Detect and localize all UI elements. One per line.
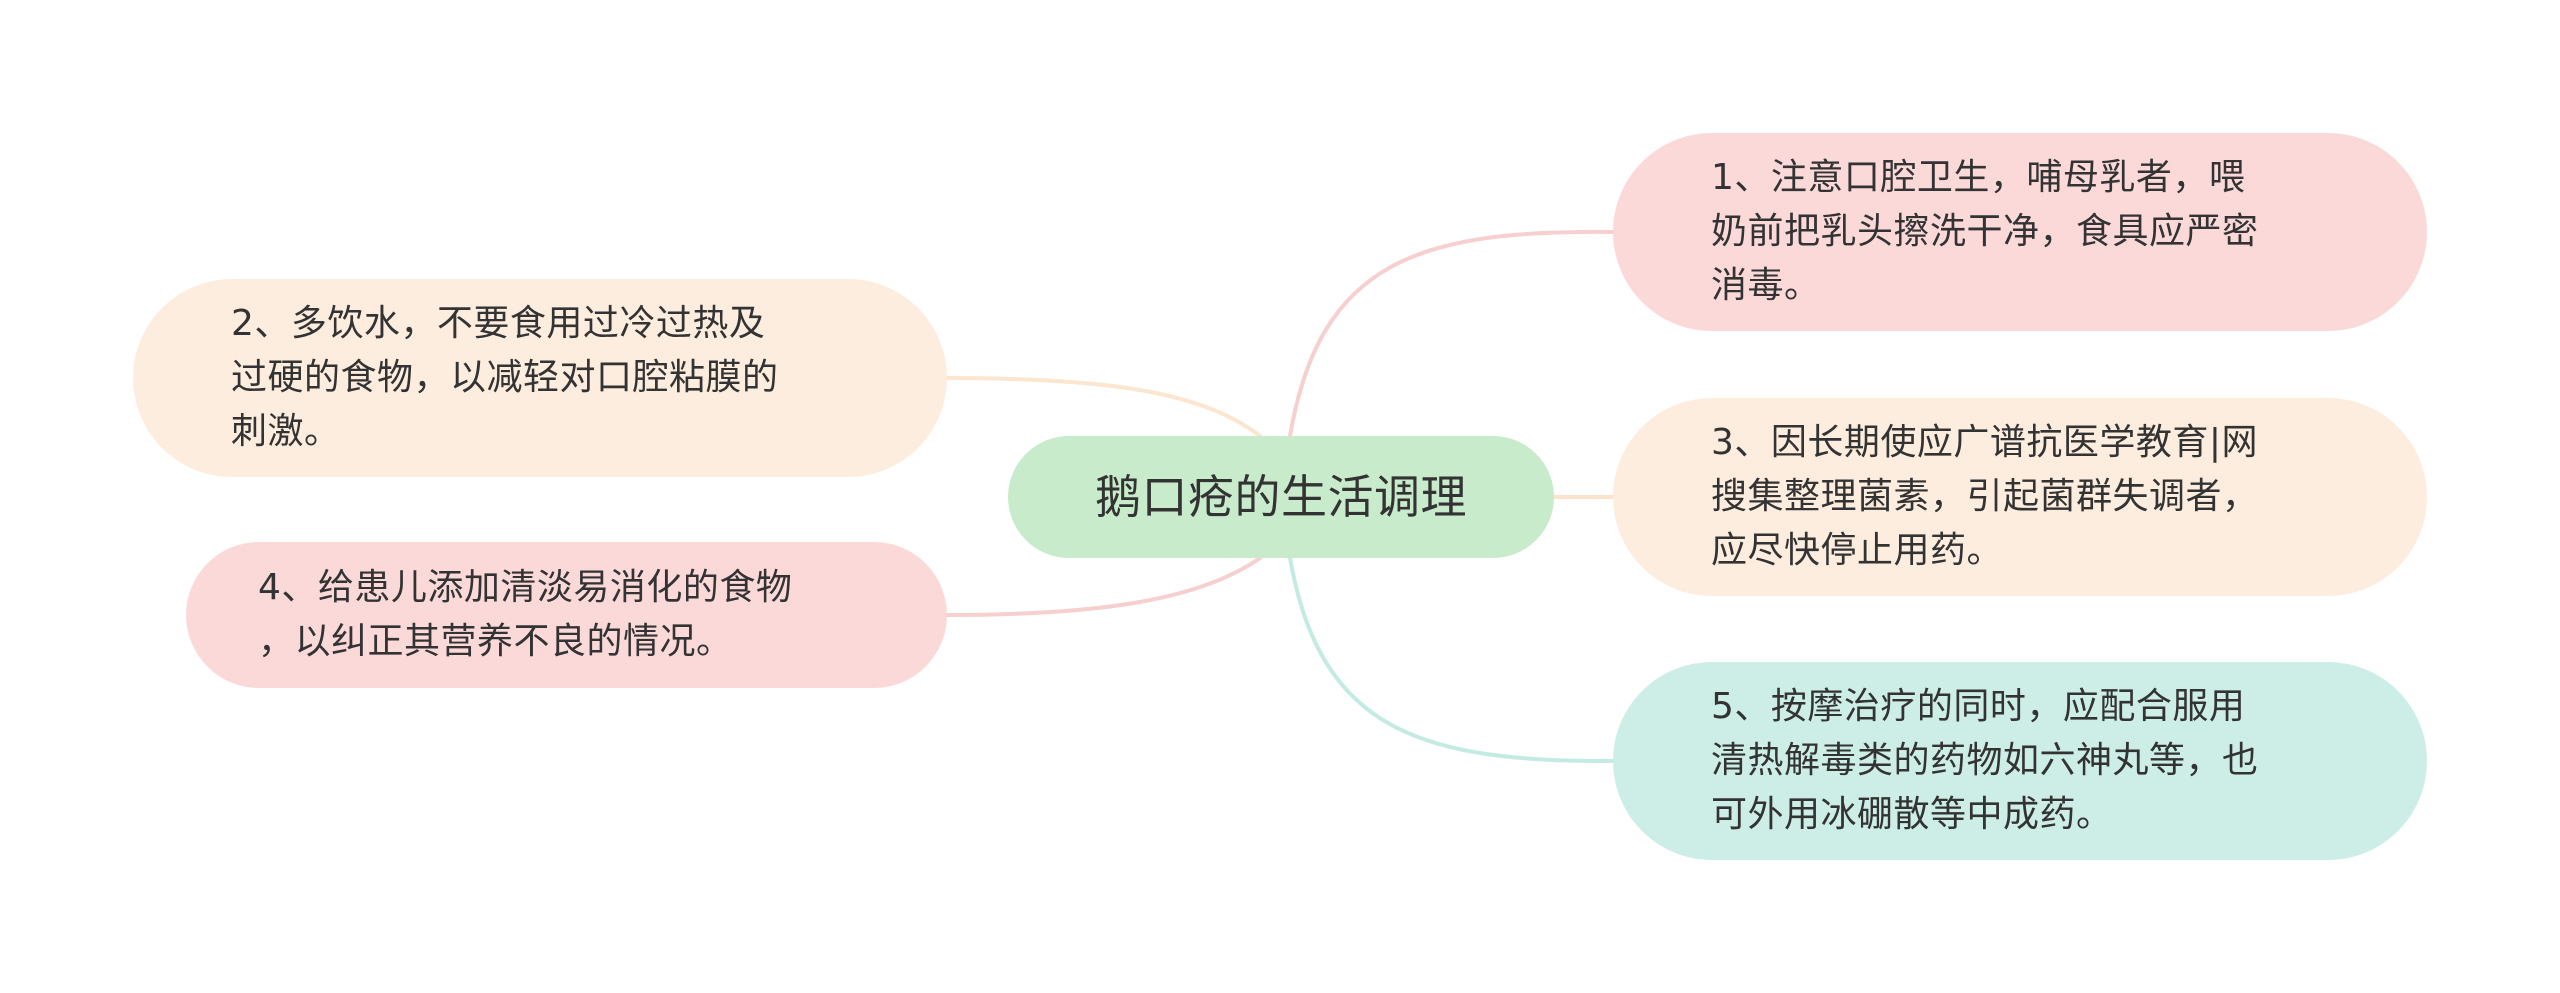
central-topic[interactable]: 鹅口疮的生活调理 <box>1008 436 1554 558</box>
topic-node-2[interactable]: 2、多饮水，不要食用过冷过热及 过硬的食物，以减轻对口腔粘膜的 刺激。 <box>133 279 947 477</box>
central-topic-label: 鹅口疮的生活调理 <box>1095 470 1467 524</box>
connector-line <box>945 376 1262 438</box>
topic-node-label: 2、多饮水，不要食用过冷过热及 过硬的食物，以减轻对口腔粘膜的 刺激。 <box>231 303 779 452</box>
connector-line <box>945 556 1262 617</box>
topic-node-5[interactable]: 5、按摩治疗的同时，应配合服用 清热解毒类的药物如六神丸等，也 可外用冰硼散等中… <box>1613 662 2427 860</box>
topic-node-3[interactable]: 3、因长期使应广谱抗医学教育|网 搜集整理菌素，引起菌群失调者， 应尽快停止用药… <box>1613 398 2427 596</box>
topic-node-label: 5、按摩治疗的同时，应配合服用 清热解毒类的药物如六神丸等，也 可外用冰硼散等中… <box>1711 686 2259 835</box>
topic-node-4[interactable]: 4、给患儿添加清淡易消化的食物 ，以纠正其营养不良的情况。 <box>186 542 947 688</box>
topic-node-label: 3、因长期使应广谱抗医学教育|网 搜集整理菌素，引起菌群失调者， 应尽快停止用药… <box>1711 422 2259 571</box>
connector-line <box>1288 229 1615 438</box>
topic-node-label: 4、给患儿添加清淡易消化的食物 ，以纠正其营养不良的情况。 <box>258 567 793 662</box>
topic-node-1[interactable]: 1、注意口腔卫生，哺母乳者，喂 奶前把乳头擦洗干净，食具应严密 消毒。 <box>1613 133 2427 331</box>
topic-node-label: 1、注意口腔卫生，哺母乳者，喂 奶前把乳头擦洗干净，食具应严密 消毒。 <box>1711 157 2259 306</box>
connector-line <box>1288 556 1615 764</box>
